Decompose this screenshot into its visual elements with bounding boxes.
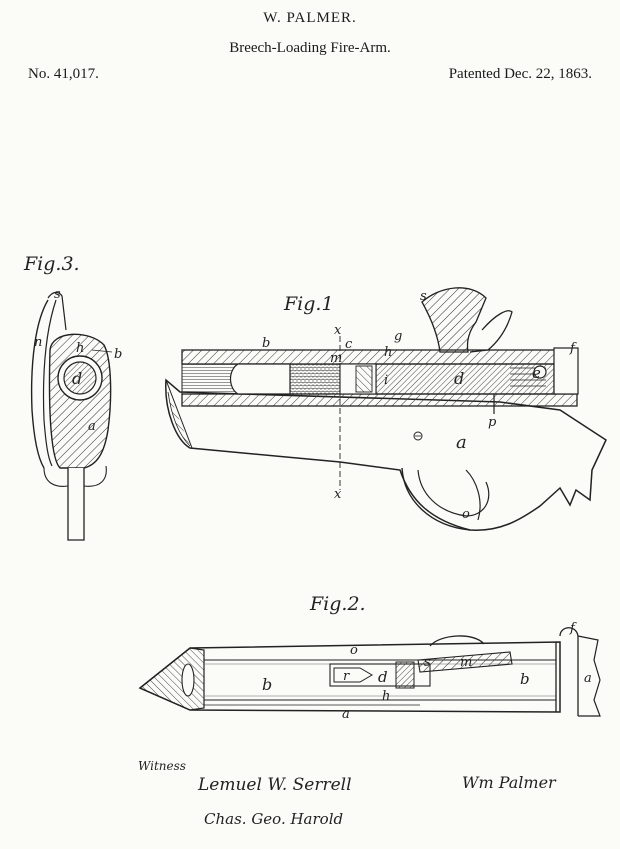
fig1-label-p: p [488,415,497,430]
fig1-label-s: s [420,289,427,304]
fig2-title: Fig.2. [309,593,366,615]
fig1-label-a: a [456,432,467,453]
figure-2: Fig.2. o f b r d h m b a a s [138,593,601,722]
witness-signature-1: Lemuel W. Serrell [197,775,352,795]
fig2-label-a2: a [584,671,592,686]
fig1-title: Fig.1 [283,293,334,315]
fig3-title: Fig.3. [23,253,80,275]
patent-title: Breech-Loading Fire-Arm. [229,40,391,56]
fig3-label-d: d [72,369,82,388]
fig2-label-s: s [424,655,431,670]
fig3-label-n: n [34,335,42,350]
fig2-label-b2: b [520,670,530,688]
fig1-label-f: f [569,341,577,356]
fig3-label-b: b [114,347,122,362]
fig1-label-g: g [394,329,402,344]
patent-number: No. 41,017. [28,66,99,82]
fig1-label-c: c [345,337,353,352]
fig2-label-d: d [378,668,388,686]
fig2-label-h: h [382,689,390,704]
fig2-label-b1: b [262,675,272,694]
fig3-label-a: a [88,419,96,434]
fig1-label-e: e [532,364,541,382]
patent-date: Patented Dec. 22, 1863. [448,66,592,82]
figure-3: Fig.3. s n h b d a [23,253,122,541]
fig2-label-f: f [569,621,577,636]
fig1-label-o: o [462,507,470,522]
witness-label: Witness [138,759,186,773]
fig2-label-r: r [343,669,350,684]
signatures: Witness Lemuel W. Serrell Chas. Geo. Har… [138,759,557,828]
fig2-label-a1: a [342,707,350,722]
figure-1: Fig.1 x [165,287,607,531]
fig3-label-s: s [54,287,61,302]
fig2-label-m: m [460,655,472,670]
fig1-label-b: b [262,336,270,351]
fig1-label-x-top: x [334,323,342,338]
fig3-label-h: h [76,341,84,356]
fig1-label-h: h [384,345,392,360]
inventor-name: W. PALMER. [263,10,357,26]
fig2-label-o: o [350,643,358,658]
fig1-label-m: m [330,351,342,366]
fig1-label-i: i [384,373,388,388]
witness-signature-2: Chas. Geo. Harold [204,810,343,828]
fig1-label-d: d [454,369,464,388]
inventor-signature: Wm Palmer [462,773,557,792]
fig1-label-x-bottom: x [334,487,342,502]
